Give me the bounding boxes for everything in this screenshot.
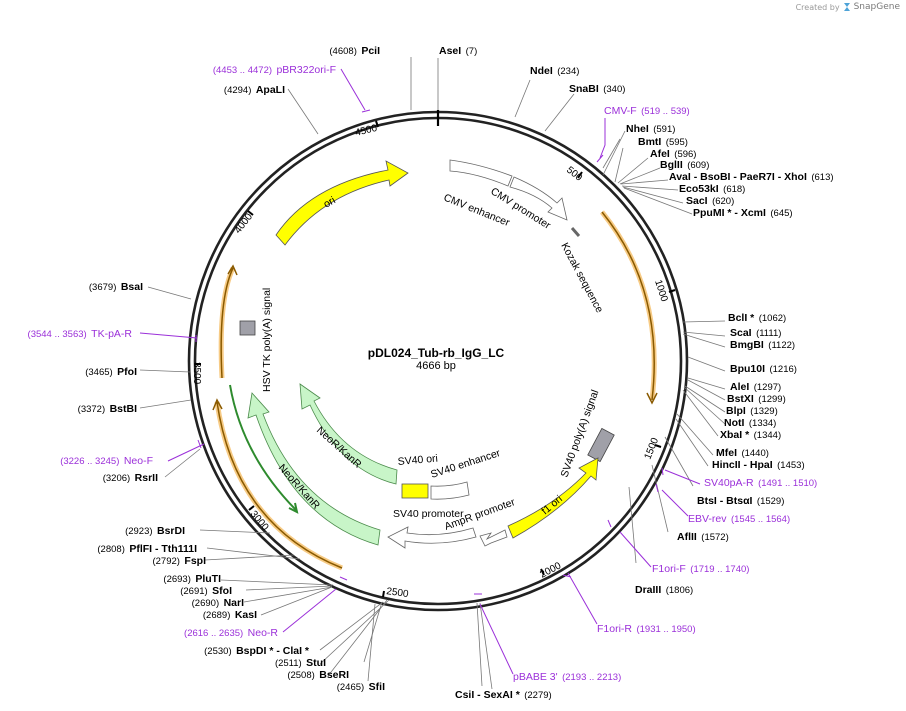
feature-orf-right-arc[interactable] — [600, 210, 657, 401]
site-pcii[interactable]: (4608) PciI — [329, 41, 380, 58]
tick-3500: 3500 — [191, 362, 202, 385]
site-bsrdi[interactable]: (2923) BsrDI — [125, 521, 185, 538]
feature-f1-ori-arrow[interactable] — [507, 457, 599, 539]
site-aflii[interactable]: AflII (1572) — [677, 527, 729, 544]
feature-kozak-marker — [570, 227, 581, 237]
plasmid-name: pDL024_Tub-rb_IgG_LC — [368, 346, 505, 360]
primer-markers — [139, 68, 701, 675]
primer-neo-r[interactable]: (2616 .. 2635) Neo-R — [184, 623, 278, 640]
tick-3000: 3000 — [248, 509, 271, 533]
feature-cmv-promoter-arrow[interactable] — [509, 176, 568, 221]
site-apali[interactable]: (4294) ApaLI — [224, 80, 285, 97]
site-eco53ki[interactable]: Eco53kI (618) — [679, 179, 745, 196]
feature-sv40-ori-box[interactable] — [401, 483, 429, 499]
site-stui[interactable]: (2511) StuI — [275, 653, 326, 670]
primer-f1ori-f[interactable]: F1ori-F (1719 .. 1740) — [652, 559, 749, 576]
site-fspi[interactable]: (2792) FspI — [152, 551, 206, 568]
feature-cmv-enhancer-arrow[interactable] — [449, 159, 513, 187]
tick-500: 500 — [564, 165, 584, 184]
site-saci[interactable]: SacI (620) — [686, 191, 734, 208]
primer-pbr322ori-f[interactable]: (4453 .. 4472) pBR322ori-F — [213, 60, 336, 77]
plasmid-size: 4666 bp — [416, 360, 456, 372]
feature-green-orf[interactable] — [229, 384, 297, 511]
feature-hsv-tk-label: HSV TK poly(A) signal — [261, 288, 273, 392]
restriction-site-labels: (4608) PciI AseI (7) NdeI (234) SnaBI (3… — [78, 41, 834, 702]
site-bmgbi[interactable]: BmgBI (1122) — [730, 335, 795, 352]
site-xbai[interactable]: XbaI * (1344) — [720, 425, 781, 442]
site-afei[interactable]: AfeI (596) — [650, 144, 696, 161]
leader-lines — [139, 57, 726, 690]
primer-sv40pa-r[interactable]: SV40pA-R (1491 .. 1510) — [704, 473, 817, 490]
site-bglii[interactable]: BglII (609) — [660, 155, 709, 172]
site-blpi[interactable]: BlpI (1329) — [726, 401, 778, 418]
site-sfii[interactable]: (2465) SfiI — [337, 677, 385, 694]
tick-4500: 4500 — [354, 123, 379, 139]
feature-neokan-outer-arrow[interactable] — [247, 392, 381, 546]
primer-tk-pa-r[interactable]: (3544 .. 3563) TK-pA-R — [28, 324, 133, 341]
feature-neokan-outer-label: NeoR/KanR — [276, 462, 323, 512]
feature-sv40-ori-label: SV40 ori — [397, 453, 438, 468]
watermark: Created by SnapGene — [796, 2, 900, 12]
snapgene-logo-icon — [843, 3, 850, 11]
site-mfei[interactable]: MfeI (1440) — [716, 443, 769, 460]
site-scai[interactable]: ScaI (1111) — [730, 323, 781, 340]
site-bspdi-clai[interactable]: (2530) BspDI * - ClaI * — [204, 641, 310, 658]
site-pfoi[interactable]: (3465) PfoI — [85, 362, 137, 379]
site-pflfi-tth111i[interactable]: (2808) PflFI - Tth111I — [97, 539, 197, 556]
site-draiii[interactable]: DraIII (1806) — [635, 580, 693, 597]
site-bcli[interactable]: BclI * (1062) — [728, 308, 786, 325]
feature-ori-arrow[interactable] — [275, 160, 409, 246]
feature-ampr-promoter-arrow[interactable] — [479, 529, 508, 547]
feature-ori-label: ori — [322, 194, 338, 210]
primer-f1ori-r[interactable]: F1ori-R (1931 .. 1950) — [597, 619, 696, 636]
primer-pbabe-3[interactable]: pBABE 3' (2193 .. 2213) — [513, 667, 621, 684]
site-ppumi-xcmi[interactable]: PpuMI * - XcmI (645) — [693, 203, 793, 220]
site-bseri[interactable]: (2508) BseRI — [287, 665, 349, 682]
site-noti[interactable]: NotI (1334) — [724, 413, 776, 430]
site-alei[interactable]: AleI (1297) — [730, 377, 781, 394]
site-kasi[interactable]: (2689) KasI — [203, 605, 257, 622]
site-nari[interactable]: (2690) NarI — [192, 593, 244, 610]
site-btsi[interactable]: BtsI - BtsαI (1529) — [697, 491, 784, 508]
feature-sv40-promoter-arrow[interactable] — [387, 526, 477, 549]
site-bpu10i[interactable]: Bpu10I (1216) — [730, 359, 797, 376]
site-asei[interactable]: AseI (7) — [439, 41, 477, 58]
feature-sv40-enhancer-arrow[interactable] — [430, 481, 470, 500]
primer-ebv-rev[interactable]: EBV-rev (1545 .. 1564) — [688, 509, 790, 526]
site-bmti[interactable]: BmtI (595) — [638, 132, 688, 149]
site-nhei[interactable]: NheI (591) — [626, 119, 675, 136]
watermark-prefix: Created by — [795, 2, 840, 12]
site-hincii-hpai[interactable]: HincII - HpaI (1453) — [712, 455, 805, 472]
feature-sv40-enhancer-label: SV40 enhancer — [429, 447, 502, 481]
primer-labels: (4453 .. 4472) pBR322ori-F CMV-F (519 ..… — [28, 60, 818, 684]
feature-neokan-inner-arrow[interactable] — [299, 383, 398, 485]
watermark-brand: SnapGene — [853, 2, 900, 12]
site-bsai[interactable]: (3679) BsaI — [89, 277, 143, 294]
feature-sv40-polya-box[interactable] — [587, 427, 615, 463]
site-csii-sexai[interactable]: CsiI - SexAI * (2279) — [455, 685, 552, 702]
tick-2500: 2500 — [386, 586, 410, 600]
site-snabi[interactable]: SnaBI (340) — [569, 79, 625, 96]
tick-1500: 1500 — [643, 436, 662, 461]
primer-cmv-f[interactable]: CMV-F (519 .. 539) — [604, 101, 690, 118]
site-ndei[interactable]: NdeI (234) — [530, 61, 579, 78]
site-pluti[interactable]: (2693) PluTI — [163, 569, 221, 586]
site-sfoi[interactable]: (2691) SfoI — [180, 581, 232, 598]
site-bstxi[interactable]: BstXI (1299) — [727, 389, 786, 406]
site-bstbi[interactable]: (3372) BstBI — [78, 399, 137, 416]
site-rsrii[interactable]: (3206) RsrII — [103, 468, 158, 485]
site-avai-group[interactable]: AvaI - BsoBI - PaeR7I - XhoI (613) — [669, 167, 834, 184]
feature-hsv-tk-box[interactable] — [239, 320, 256, 336]
primer-neo-f[interactable]: (3226 .. 3245) Neo-F — [60, 451, 153, 468]
feature-kozak-label: Kozak sequence — [558, 241, 605, 315]
feature-sv40-promoter-label: SV40 promoter — [393, 508, 464, 520]
feature-neokan-inner-label: NeoR/KanR — [314, 424, 364, 471]
